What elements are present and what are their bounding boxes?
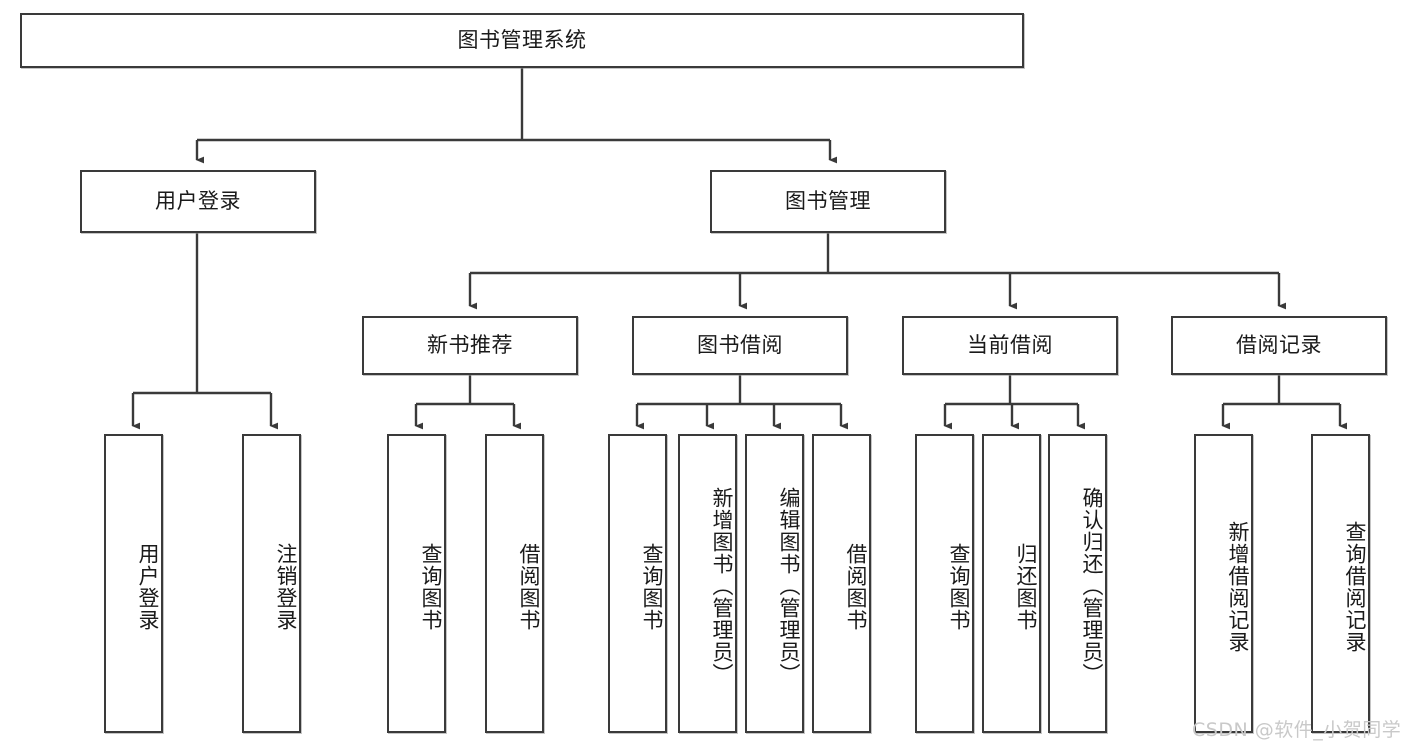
node-leaf-add-book[interactable]: 新增图书（管理员） <box>678 434 737 733</box>
node-current-borrow[interactable]: 当前借阅 <box>902 316 1118 375</box>
node-book-management-system[interactable]: 图书管理系统 <box>20 13 1024 68</box>
node-leaf-edit-book[interactable]: 编辑图书（管理员） <box>745 434 804 733</box>
node-leaf-user-login[interactable]: 用户登录 <box>104 434 163 733</box>
csdn-watermark: CSDN @软件_小贺同学 <box>1192 719 1402 741</box>
node-leaf-confirm-return[interactable]: 确认归还（管理员） <box>1048 434 1107 733</box>
node-leaf-borrow-book-recommend[interactable]: 借阅图书 <box>485 434 544 733</box>
node-leaf-return-book[interactable]: 归还图书 <box>982 434 1041 733</box>
node-leaf-add-borrow-record[interactable]: 新增借阅记录 <box>1194 434 1253 733</box>
node-leaf-query-book-recommend[interactable]: 查询图书 <box>387 434 446 733</box>
node-leaf-borrow-book[interactable]: 借阅图书 <box>812 434 871 733</box>
node-borrow-record[interactable]: 借阅记录 <box>1171 316 1387 375</box>
node-leaf-query-book-borrow[interactable]: 查询图书 <box>608 434 667 733</box>
node-leaf-query-book-current[interactable]: 查询图书 <box>915 434 974 733</box>
node-leaf-query-borrow-record[interactable]: 查询借阅记录 <box>1311 434 1370 733</box>
node-new-book-recommend[interactable]: 新书推荐 <box>362 316 578 375</box>
node-book-borrow[interactable]: 图书借阅 <box>632 316 848 375</box>
node-book-management[interactable]: 图书管理 <box>710 170 946 233</box>
node-user-login[interactable]: 用户登录 <box>80 170 316 233</box>
node-leaf-logout-login[interactable]: 注销登录 <box>242 434 301 733</box>
